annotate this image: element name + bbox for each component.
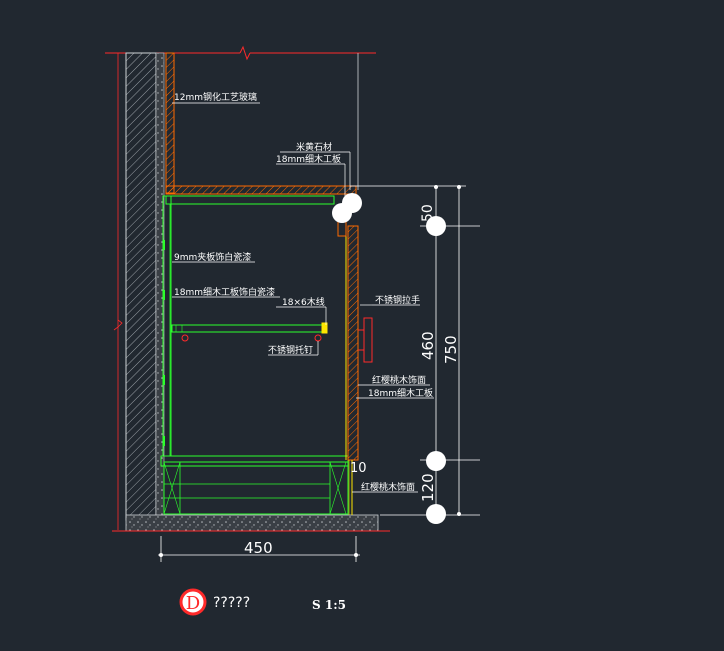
title-name: ????? bbox=[213, 595, 250, 611]
label-board-shelf: 18mm细木工板饰白瓷漆 bbox=[174, 286, 275, 298]
horizontal-dimension bbox=[158, 536, 360, 562]
dim-door-height: 460 bbox=[419, 331, 437, 360]
dim-width: 450 bbox=[244, 539, 273, 557]
dim-node bbox=[457, 185, 461, 189]
title-scale: S 1:5 bbox=[312, 598, 346, 612]
label-steel-handle: 不锈钢拉手 bbox=[375, 294, 420, 306]
label-cherry-veneer-base: 红樱桃木饰面 bbox=[361, 481, 415, 493]
dim-base-height: 120 bbox=[419, 473, 437, 502]
label-veneer-paint: 9mm夹板饰白瓷漆 bbox=[174, 251, 251, 263]
dim-total-height: 750 bbox=[442, 335, 460, 364]
leader-lines bbox=[172, 102, 434, 493]
dim-node bbox=[426, 451, 446, 471]
label-wood-strip: 18×6木线 bbox=[282, 296, 325, 308]
title-symbol: D bbox=[186, 593, 200, 614]
label-cherry-veneer: 红樱桃木饰面 bbox=[372, 374, 426, 386]
label-steel-pin: 不锈钢托钉 bbox=[268, 344, 313, 356]
dim-node bbox=[426, 216, 446, 236]
vertical-dimension-chain bbox=[350, 185, 480, 516]
dim-node bbox=[426, 504, 446, 524]
cabinet-carcass bbox=[160, 195, 349, 515]
door-panel bbox=[337, 209, 359, 515]
dim-node bbox=[354, 553, 358, 557]
steel-handle bbox=[358, 317, 373, 363]
glass-panel bbox=[165, 52, 359, 195]
label-marble: 米黄石材 bbox=[296, 141, 332, 153]
dim-small-gap: 10 bbox=[350, 461, 367, 476]
dim-node bbox=[434, 185, 438, 189]
shelf-pin-left bbox=[181, 334, 189, 342]
label-tempered-glass: 12mm钢化工艺玻璃 bbox=[174, 91, 257, 103]
floor-slab bbox=[112, 514, 390, 532]
title-symbol-circle bbox=[179, 588, 207, 616]
detail-marker-circle bbox=[342, 193, 362, 213]
label-board-door: 18mm细木工板 bbox=[368, 387, 433, 399]
dim-node bbox=[457, 512, 461, 516]
dim-top-gap: 50 bbox=[420, 204, 436, 222]
shelf-pin-right bbox=[314, 334, 322, 342]
dim-node bbox=[159, 553, 163, 557]
label-board-top: 18mm细木工板 bbox=[276, 153, 341, 165]
wall-section bbox=[113, 52, 165, 530]
